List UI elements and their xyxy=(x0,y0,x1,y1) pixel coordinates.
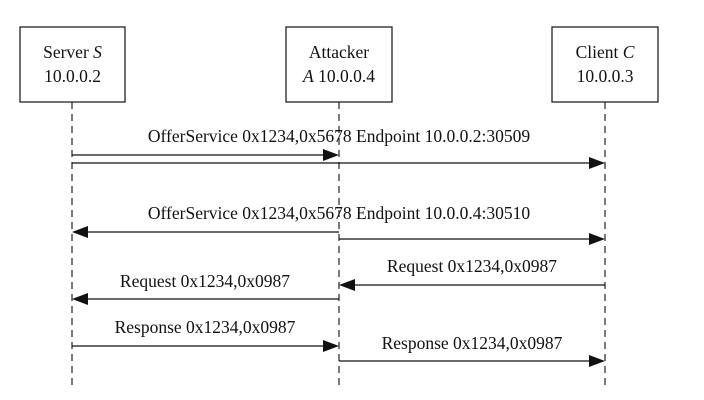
attacker-name: Attacker xyxy=(309,42,369,62)
message-label: OfferService 0x1234,0x5678 Endpoint 10.0… xyxy=(148,126,530,146)
message-request-attacker: Request 0x1234,0x0987 xyxy=(72,271,339,305)
message-response-server: Response 0x1234,0x0987 xyxy=(72,317,339,352)
client-participant: Client C 10.0.0.3 xyxy=(551,26,659,103)
server-title: Server S xyxy=(43,42,102,62)
message-label: Response 0x1234,0x0987 xyxy=(115,317,296,337)
message-label: Request 0x1234,0x0987 xyxy=(120,271,290,291)
arrow-head xyxy=(589,157,605,169)
client-ip: 10.0.0.3 xyxy=(577,66,634,86)
server-ip: 10.0.0.2 xyxy=(44,66,101,86)
message-request-client: Request 0x1234,0x0987 xyxy=(339,256,605,291)
arrow-head xyxy=(72,293,88,305)
message-label: Request 0x1234,0x0987 xyxy=(387,256,557,276)
message-offer-service-1: OfferService 0x1234,0x5678 Endpoint 10.0… xyxy=(72,126,605,169)
server-participant: Server S 10.0.0.2 xyxy=(19,26,126,103)
arrow-head xyxy=(323,149,339,161)
arrow-head xyxy=(589,355,605,367)
attacker-participant: Attacker A 10.0.0.4 xyxy=(285,26,393,103)
arrow-head xyxy=(323,340,339,352)
arrow-head xyxy=(589,233,605,245)
message-label: Response 0x1234,0x0987 xyxy=(382,333,563,353)
message-response-attacker: Response 0x1234,0x0987 xyxy=(339,333,605,367)
arrow-head xyxy=(339,279,355,291)
arrow-head xyxy=(72,226,88,238)
attacker-subtitle: A 10.0.0.4 xyxy=(302,66,375,86)
message-offer-service-2: OfferService 0x1234,0x5678 Endpoint 10.0… xyxy=(72,203,605,245)
message-label: OfferService 0x1234,0x5678 Endpoint 10.0… xyxy=(148,203,530,223)
client-title: Client C xyxy=(576,42,635,62)
